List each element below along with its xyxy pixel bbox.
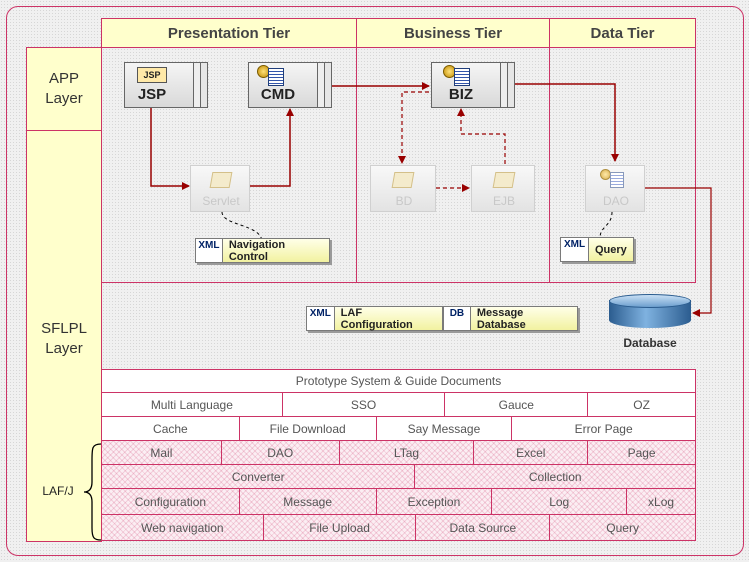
servlet-component: Servlet xyxy=(190,165,250,212)
servlet-label: Servlet xyxy=(202,194,240,208)
laf-configuration-label: LAF Configuration xyxy=(334,307,442,331)
framework-cell: Message xyxy=(239,489,377,515)
jsp-icon: JSP xyxy=(137,67,167,83)
message-database-box: DB Message Database xyxy=(443,306,578,331)
arrow-dao-database xyxy=(645,187,712,317)
xml-file-icon: XML xyxy=(307,307,335,330)
framework-cell: Say Message xyxy=(376,417,513,441)
link-dao-query xyxy=(599,211,613,239)
framework-cell: Error Page xyxy=(512,417,696,441)
framework-cell: SSO xyxy=(282,393,446,417)
bd-icon xyxy=(391,172,415,188)
link-servlet-navigation xyxy=(221,211,263,243)
cmd-document-icon xyxy=(268,68,284,86)
bd-label: BD xyxy=(395,194,413,208)
lafj-brace xyxy=(83,443,102,541)
framework-cell: DAO xyxy=(221,441,340,465)
xml-file-icon: XML xyxy=(561,238,589,261)
tier-data: Data Tier xyxy=(549,18,696,48)
framework-cell: xLog xyxy=(627,489,696,515)
framework-cell: Page xyxy=(588,441,696,465)
tier-presentation: Presentation Tier xyxy=(101,18,357,48)
biz-component: BIZ xyxy=(431,62,515,108)
framework-cell: Gauce xyxy=(445,393,589,417)
navigation-control-label: Navigation Control xyxy=(222,239,329,263)
laf-configuration-box: XML LAF Configuration xyxy=(306,306,443,331)
arrow-biz-dao xyxy=(499,83,619,162)
tier-business: Business Tier xyxy=(356,18,550,48)
framework-cell: File Upload xyxy=(263,515,417,541)
framework-cell: Exception xyxy=(376,489,493,515)
framework-cell: Mail xyxy=(102,441,222,465)
tier-area-business xyxy=(356,47,550,283)
servlet-icon xyxy=(209,172,233,188)
cmd-label: CMD xyxy=(260,86,296,103)
framework-cell: Excel xyxy=(474,441,589,465)
layer-app-line1: APP xyxy=(48,70,79,87)
framework-cell: OZ xyxy=(588,393,696,417)
xml-file-icon: XML xyxy=(196,239,223,262)
navigation-control-box: XML Navigation Control xyxy=(195,238,330,263)
framework-row: Prototype System & Guide Documents xyxy=(101,369,696,393)
layer-sflpl-line2: Layer xyxy=(45,340,83,357)
framework-cell: LTag xyxy=(339,441,475,465)
biz-document-icon xyxy=(454,68,470,86)
framework-cell: Configuration xyxy=(102,489,240,515)
cmd-component: CMD xyxy=(248,62,332,108)
ejb-label: EJB xyxy=(492,194,515,208)
framework-cell: Data Source xyxy=(416,515,551,541)
outer-frame xyxy=(6,6,744,556)
ejb-component: EJB xyxy=(471,165,535,212)
arrow-ejb-biz xyxy=(457,108,506,164)
layer-app-line2: Layer xyxy=(45,90,83,107)
framework-cell: Prototype System & Guide Documents xyxy=(102,370,696,393)
framework-cell: Collection xyxy=(415,465,696,489)
jsp-component: JSP JSP xyxy=(124,62,208,108)
dao-document-icon xyxy=(610,172,624,188)
framework-cell: Cache xyxy=(102,417,240,441)
db-file-icon: DB xyxy=(444,307,471,330)
database-label: Database xyxy=(623,336,677,350)
biz-label: BIZ xyxy=(448,86,474,103)
arrow-biz-bd xyxy=(398,91,429,164)
framework-cell: Web navigation xyxy=(102,515,264,541)
jsp-label: JSP xyxy=(137,86,167,103)
message-database-label: Message Database xyxy=(470,307,577,331)
framework-cell: File Download xyxy=(239,417,377,441)
query-box: XML Query xyxy=(560,237,634,262)
query-label: Query xyxy=(589,238,633,261)
tier-area-data xyxy=(549,47,696,283)
arrow-jsp-servlet xyxy=(150,106,190,190)
framework-cell: Query xyxy=(550,515,697,541)
lafj-label: LAF/J xyxy=(42,484,74,498)
layer-sflpl-line1: SFLPL xyxy=(41,320,87,337)
framework-cell: Converter xyxy=(102,465,416,489)
bd-component: BD xyxy=(370,165,436,212)
database-icon xyxy=(609,294,691,334)
framework-cell: Multi Language xyxy=(102,393,283,417)
arrow-servlet-cmd xyxy=(249,108,294,187)
dao-label: DAO xyxy=(602,194,629,208)
framework-cell: Log xyxy=(492,489,628,515)
layer-sflpl: SFLPL Layer xyxy=(26,130,102,542)
dao-component: DAO xyxy=(585,165,645,212)
ejb-icon xyxy=(492,172,516,188)
tier-area-presentation xyxy=(101,47,357,283)
